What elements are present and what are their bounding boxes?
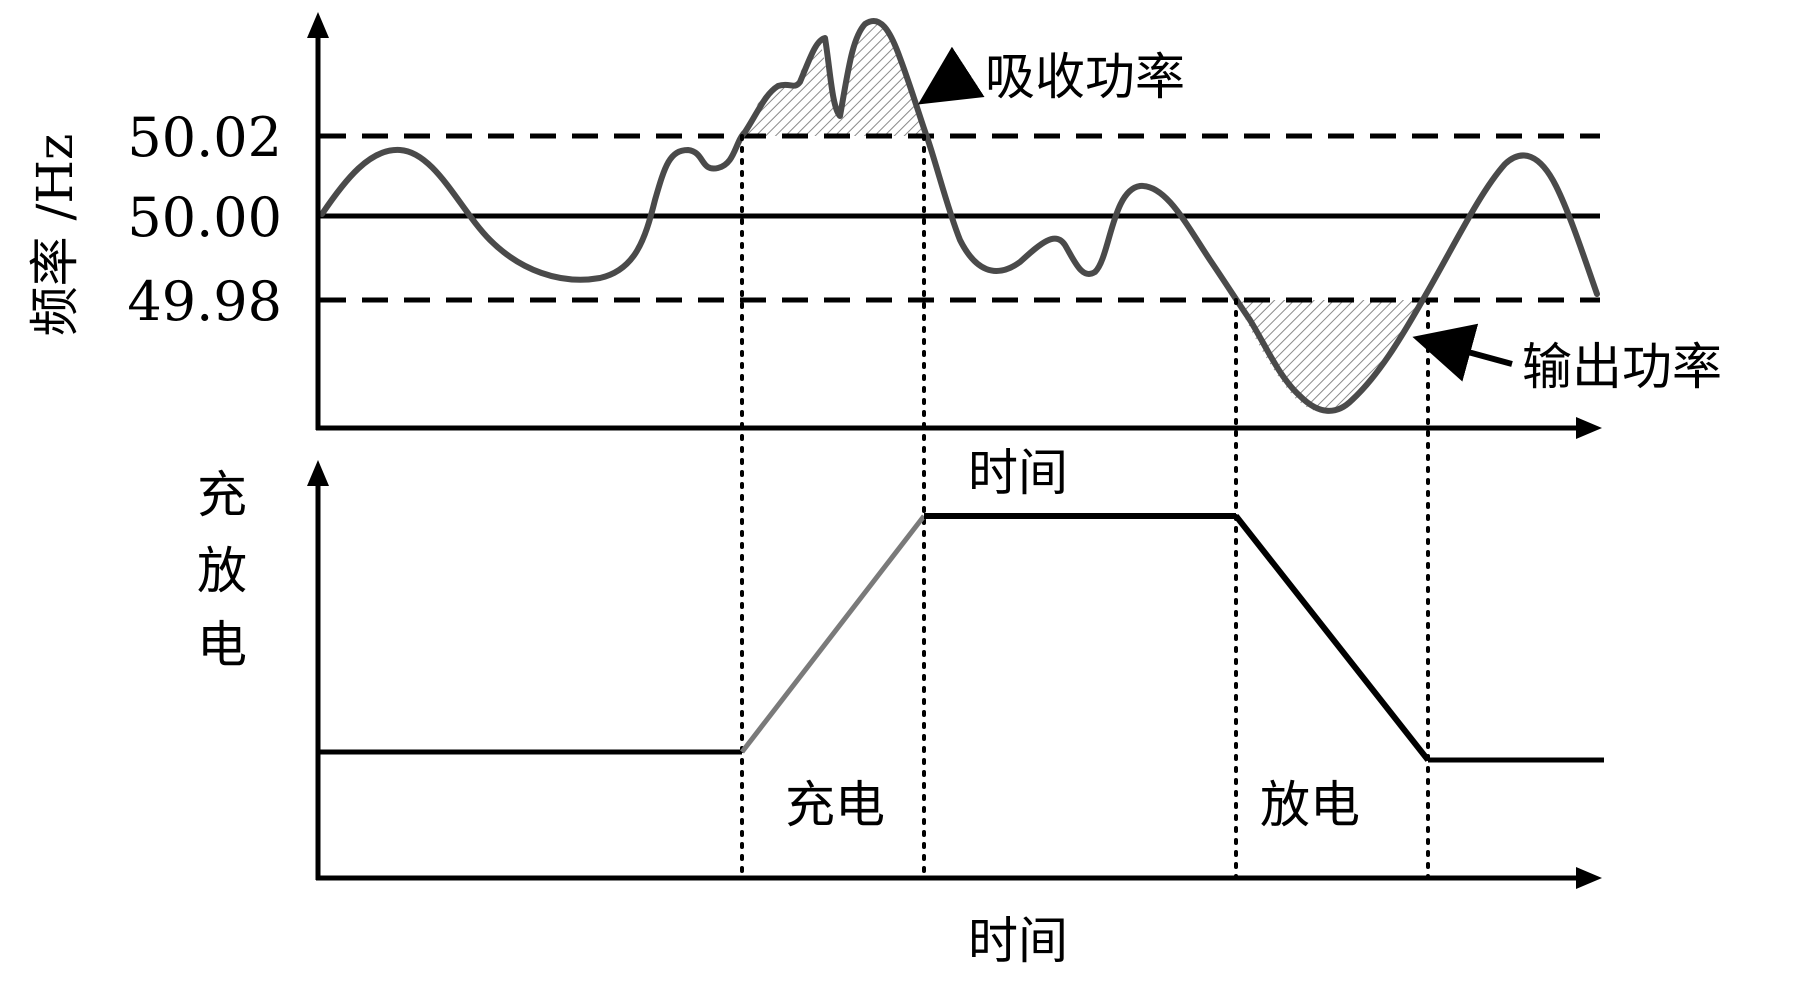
output-arrow — [1412, 323, 1513, 382]
tick-label-nominal: 50.00 — [127, 186, 282, 249]
top-x-axis-arrow — [1576, 417, 1602, 439]
top-panel: 50.02 50.00 49.98 频率 /Hz 时间 吸收功率 输出功率 — [26, 12, 1722, 880]
top-y-axis-arrow — [307, 12, 329, 38]
bottom-x-axis-label: 时间 — [968, 912, 1068, 970]
absorb-power-area — [742, 23, 924, 137]
bottom-y-axis-arrow — [307, 460, 329, 486]
bottom-y-label-char-3: 电 — [197, 616, 247, 674]
bottom-x-axis-arrow — [1576, 867, 1602, 889]
tick-label-lower: 49.98 — [127, 270, 282, 333]
charge-label: 充电 — [785, 776, 885, 834]
top-x-axis-label: 时间 — [968, 444, 1068, 502]
frequency-curve — [319, 18, 1600, 414]
absorb-power-label: 吸收功率 — [985, 48, 1185, 106]
bottom-y-label-char-2: 放 — [197, 542, 247, 600]
top-y-axis-label: 频率 /Hz — [26, 134, 84, 337]
output-power-area — [1236, 300, 1420, 413]
tick-label-upper: 50.02 — [127, 106, 282, 169]
bottom-panel: 充 放 电 充电 放电 时间 — [197, 460, 1604, 970]
discharge-ramp — [1233, 514, 1431, 762]
absorb-arrow — [917, 46, 985, 105]
output-power-label: 输出功率 — [1522, 338, 1722, 396]
discharge-label: 放电 — [1260, 776, 1360, 834]
charge-ramp — [740, 514, 926, 754]
bottom-y-label-char-1: 充 — [197, 466, 247, 524]
